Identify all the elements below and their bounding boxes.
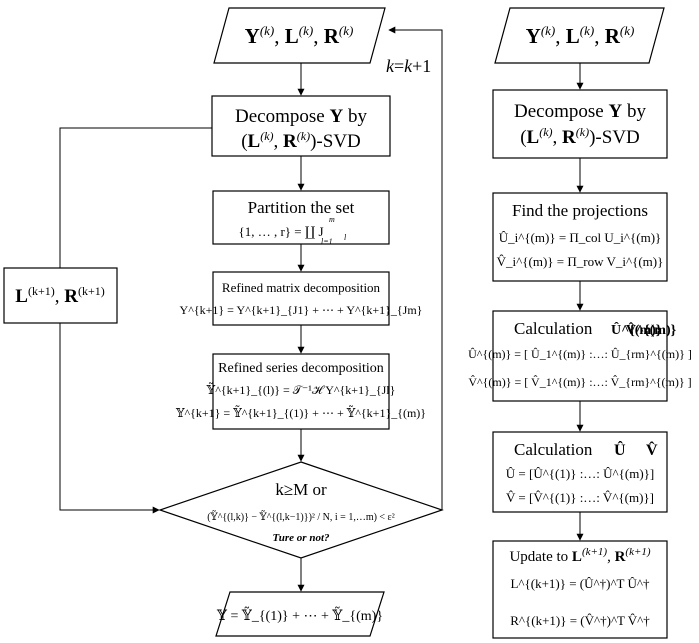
calc1-formula1: Û^{(m)} = [ Û_1^{(m)} :…: Û_{rm}^{(m)} ] [468, 347, 692, 361]
decision-cond2: (𝕐̃^{(l,k)} − 𝕐̃^{(l,k−1)})² / N, i = 1,… [207, 510, 395, 523]
arrow-side-to-decision [59, 323, 160, 514]
right-decompose-node: Decompose Y by (L(k), R(k))-SVD [492, 89, 668, 159]
left-start-l-sup: (k) [299, 23, 313, 38]
calc1-sym2: V̂^{(m)} [626, 321, 677, 338]
partition-sub: l [344, 233, 347, 242]
svg-text:Y(k), L(k), R(k): Y(k), L(k), R(k) [526, 23, 635, 48]
calc2-formula1: Û = [Û^{(1)} :…: Û^{(m)}] [506, 466, 654, 481]
left-start-y-sup: (k) [260, 23, 274, 38]
refined-series-formula2: 𝕐^{k+1} = 𝕐̃^{k+1}_{(1)} + ⋯ + 𝕐̃^{k+1}_… [175, 405, 426, 420]
update-node: Update to L(k+1), R(k+1) L^{(k+1)} = (Û^… [492, 540, 668, 639]
calc1-formula2: V̂^{(m)} = [ V̂_1^{(m)} :…: V̂_{rm}^{(m)… [468, 375, 691, 389]
calc2-sym2: V̂ [646, 441, 658, 459]
calc2-sym1: Û [614, 440, 626, 459]
calc1-sym1: Û^{(m)} [611, 321, 662, 338]
svg-text:(L(k), R(k))-SVD: (L(k), R(k))-SVD [520, 125, 640, 148]
left-start-r: R [324, 24, 340, 48]
left-end-formula: 𝕐 = 𝕐̃_{(1)} + ⋯ + 𝕐̃_{(m)} [216, 605, 383, 624]
arrow-loop-back [388, 26, 443, 510]
left-decompose-node: Decompose Y by (L(k), R(k))-SVD [211, 95, 391, 157]
svg-text:L(k+1), R(k+1): L(k+1), R(k+1) [15, 284, 104, 307]
calc1-title: Calculation [514, 319, 593, 338]
calc1-node: Calculation Û^{(m)} V̂^{(m)} Û^{(m)} = [… [468, 310, 692, 402]
line-decompose-to-side [59, 127, 212, 268]
partition-title: Partition the set [248, 198, 355, 217]
partition-over: m [329, 215, 335, 224]
decision-question: Ture or not? [272, 532, 330, 544]
update-formula2: R^{(k+1)} = (V̂^†)^T V̂^† [510, 613, 650, 628]
svg-text:Decompose Y by: Decompose Y by [514, 101, 646, 122]
left-start-y: Y [245, 24, 260, 48]
partition-node: Partition the set {1, … , r} = ∐ J m l=1… [212, 190, 390, 246]
refined-series-formula1: 𝕐̃^{k+1}_{(l)} = 𝒯⁻¹ℋ Y^{k+1}_{Jl} [206, 382, 396, 397]
projections-node: Find the projections Û_i^{(m)} = Π_col U… [492, 192, 668, 282]
left-side-label-node: L(k+1), R(k+1) [3, 267, 118, 324]
refined-matrix-formula: Y^{k+1} = Y^{k+1}_{J1} + ⋯ + Y^{k+1}_{Jm… [180, 303, 423, 317]
refined-series-title: Refined series decomposition [218, 361, 384, 376]
projections-formula2: V̂_i^{(m)} = Π_row V_i^{(m)} [497, 254, 664, 269]
refined-matrix-title: Refined matrix decomposition [222, 280, 381, 295]
svg-text:Y(k), L(k), R(k): Y(k), L(k), R(k) [245, 23, 354, 48]
svg-text:Update to L(k+1), R(k+1): Update to L(k+1), R(k+1) [509, 546, 650, 565]
left-start-node: Y(k), L(k), R(k) [213, 7, 386, 64]
left-start-r-sup: (k) [339, 23, 353, 38]
partition-under: l=1 [321, 237, 333, 246]
projections-title: Find the projections [512, 201, 648, 220]
calc2-title: Calculation [514, 440, 593, 459]
svg-text:(L(k), R(k))-SVD: (L(k), R(k))-SVD [241, 129, 361, 152]
decision-node: k≥M or (𝕐̃^{(l,k)} − 𝕐̃^{(l,k−1)})² / N,… [158, 461, 444, 559]
calc2-node: Calculation Û V̂ Û = [Û^{(1)} :…: Û^{(m)… [492, 431, 668, 513]
svg-text:Decompose Y by: Decompose Y by [235, 106, 367, 127]
right-start-node: Y(k), L(k), R(k) [494, 7, 665, 64]
calc2-formula2: V̂ = [V̂^{(1)} :…: V̂^{(m)}] [506, 490, 654, 505]
refined-matrix-node: Refined matrix decomposition Y^{k+1} = Y… [180, 271, 423, 326]
left-start-sep2: , [313, 24, 324, 48]
left-end-node: 𝕐 = 𝕐̃_{(1)} + ⋯ + 𝕐̃_{(m)} [215, 591, 385, 637]
update-formula1: L^{(k+1)} = (Û^†)^T Û^† [510, 576, 650, 591]
loop-label: k=k+1 [386, 56, 431, 76]
refined-series-node: Refined series decomposition 𝕐̃^{k+1}_{(… [175, 353, 426, 430]
left-start-sep1: , [274, 24, 285, 48]
partition-formula: {1, … , r} = ∐ J [238, 224, 323, 239]
projections-formula1: Û_i^{(m)} = Π_col U_i^{(m)} [499, 230, 662, 245]
decision-cond1: k≥M or [275, 480, 327, 499]
left-start-l: L [285, 24, 299, 48]
